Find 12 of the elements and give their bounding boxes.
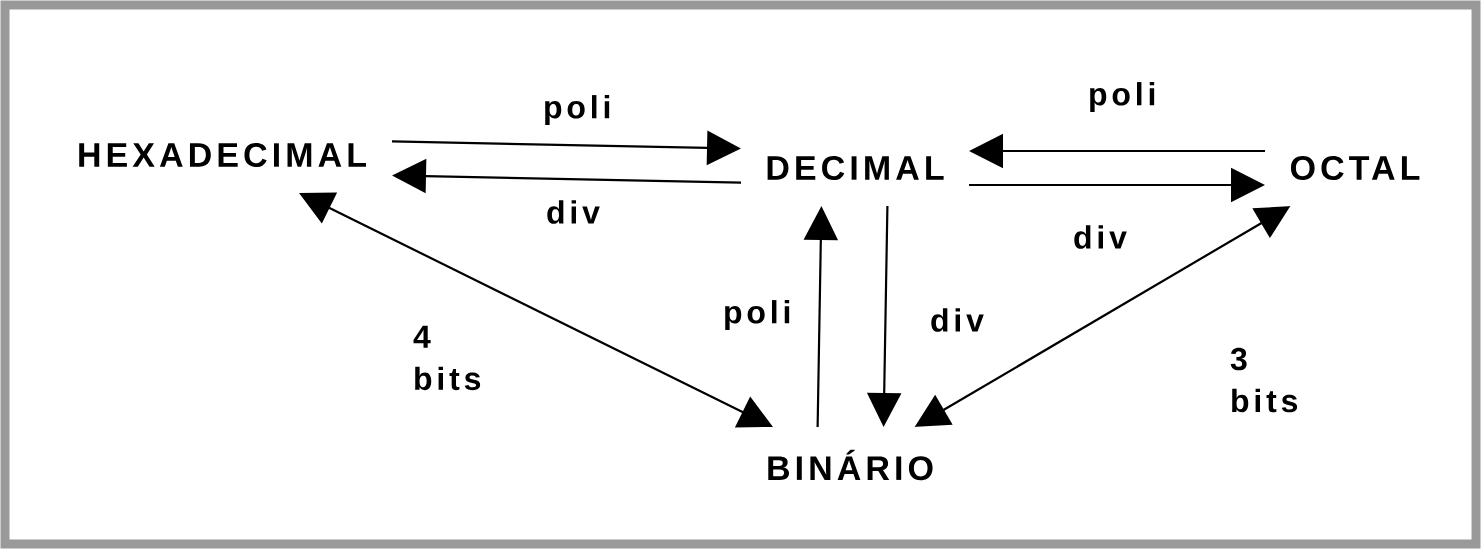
node-label: BINÁRIO [768, 449, 933, 481]
node-label: HEXADECIMAL [79, 142, 366, 168]
edge-label: 4 bits [411, 323, 481, 393]
edge-label: poli [541, 93, 610, 127]
edge-label: poli [721, 298, 790, 332]
edge-label: div [928, 306, 996, 334]
edge-label: div [1071, 223, 1139, 251]
edge-label: div [544, 198, 612, 226]
node-label: DECIMAL [767, 155, 944, 181]
node-label: OCTAL [1290, 155, 1420, 181]
edge-label: poli [1086, 80, 1155, 114]
edge-label: 3 bits [1228, 345, 1298, 415]
